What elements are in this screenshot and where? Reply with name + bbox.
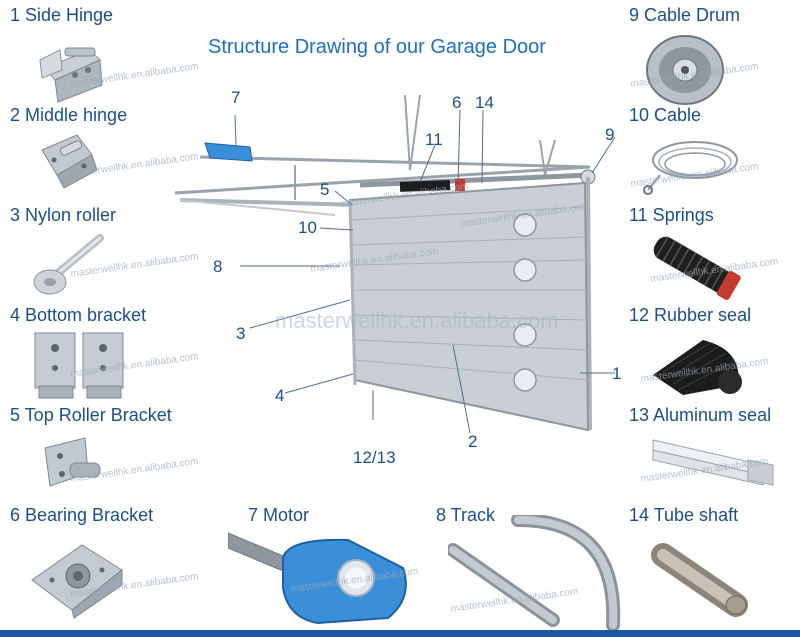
label-side-hinge: 1 Side Hinge bbox=[10, 5, 114, 25]
watermark-large: masterwellhk.en.alibaba.com bbox=[275, 308, 559, 333]
label-tube-shaft: 14 Tube shaft bbox=[629, 505, 739, 525]
callout-6: 6 bbox=[452, 93, 462, 112]
callout-8: 8 bbox=[213, 257, 223, 276]
label-track: 8 Track bbox=[436, 505, 496, 525]
callout-9: 9 bbox=[605, 125, 615, 144]
callout-5: 5 bbox=[320, 180, 330, 199]
label-top-roller-bracket: 5 Top Roller Bracket bbox=[10, 405, 172, 425]
callout-11: 11 bbox=[425, 130, 443, 149]
label-cable: 10 Cable bbox=[629, 105, 702, 125]
callout-3: 3 bbox=[236, 324, 246, 343]
top-roller-bracket-image bbox=[44, 437, 101, 487]
callout-14: 14 bbox=[475, 93, 494, 112]
middle-hinge-image bbox=[41, 134, 98, 189]
diagram-title: Structure Drawing of our Garage Door bbox=[208, 36, 546, 58]
label-bottom-bracket: 4 Bottom bracket bbox=[10, 305, 147, 325]
bottom-bracket-image bbox=[34, 332, 124, 399]
side-hinge-image bbox=[39, 47, 103, 103]
cable-drum-image bbox=[646, 35, 724, 105]
callout-2: 2 bbox=[468, 432, 478, 451]
label-aluminum-seal: 13 Aluminum seal bbox=[629, 405, 772, 425]
label-middle-hinge: 2 Middle hinge bbox=[10, 105, 128, 125]
motor-image bbox=[228, 532, 407, 625]
aluminum-seal-image bbox=[652, 439, 774, 486]
callout-10: 10 bbox=[298, 218, 317, 237]
label-rubber-seal: 12 Rubber seal bbox=[629, 305, 752, 325]
bottom-bar bbox=[0, 630, 800, 637]
callout-12-13: 12/13 bbox=[353, 448, 396, 467]
nylon-roller-image bbox=[33, 234, 104, 295]
track-image bbox=[448, 515, 621, 630]
callout-4: 4 bbox=[275, 386, 285, 405]
bearing-bracket-image bbox=[31, 544, 123, 619]
label-cable-drum: 9 Cable Drum bbox=[629, 5, 741, 25]
springs-image bbox=[653, 236, 741, 301]
label-motor: 7 Motor bbox=[248, 505, 310, 525]
rubber-seal-image bbox=[653, 340, 742, 395]
label-nylon-roller: 3 Nylon roller bbox=[10, 205, 117, 225]
cable-image bbox=[643, 141, 738, 195]
label-springs: 11 Springs bbox=[629, 205, 714, 225]
garage-door-diagram bbox=[174, 94, 616, 434]
callout-1: 1 bbox=[612, 364, 622, 383]
callout-7: 7 bbox=[231, 88, 241, 107]
label-bearing-bracket: 6 Bearing Bracket bbox=[10, 505, 154, 525]
tube-shaft-image bbox=[651, 543, 748, 617]
